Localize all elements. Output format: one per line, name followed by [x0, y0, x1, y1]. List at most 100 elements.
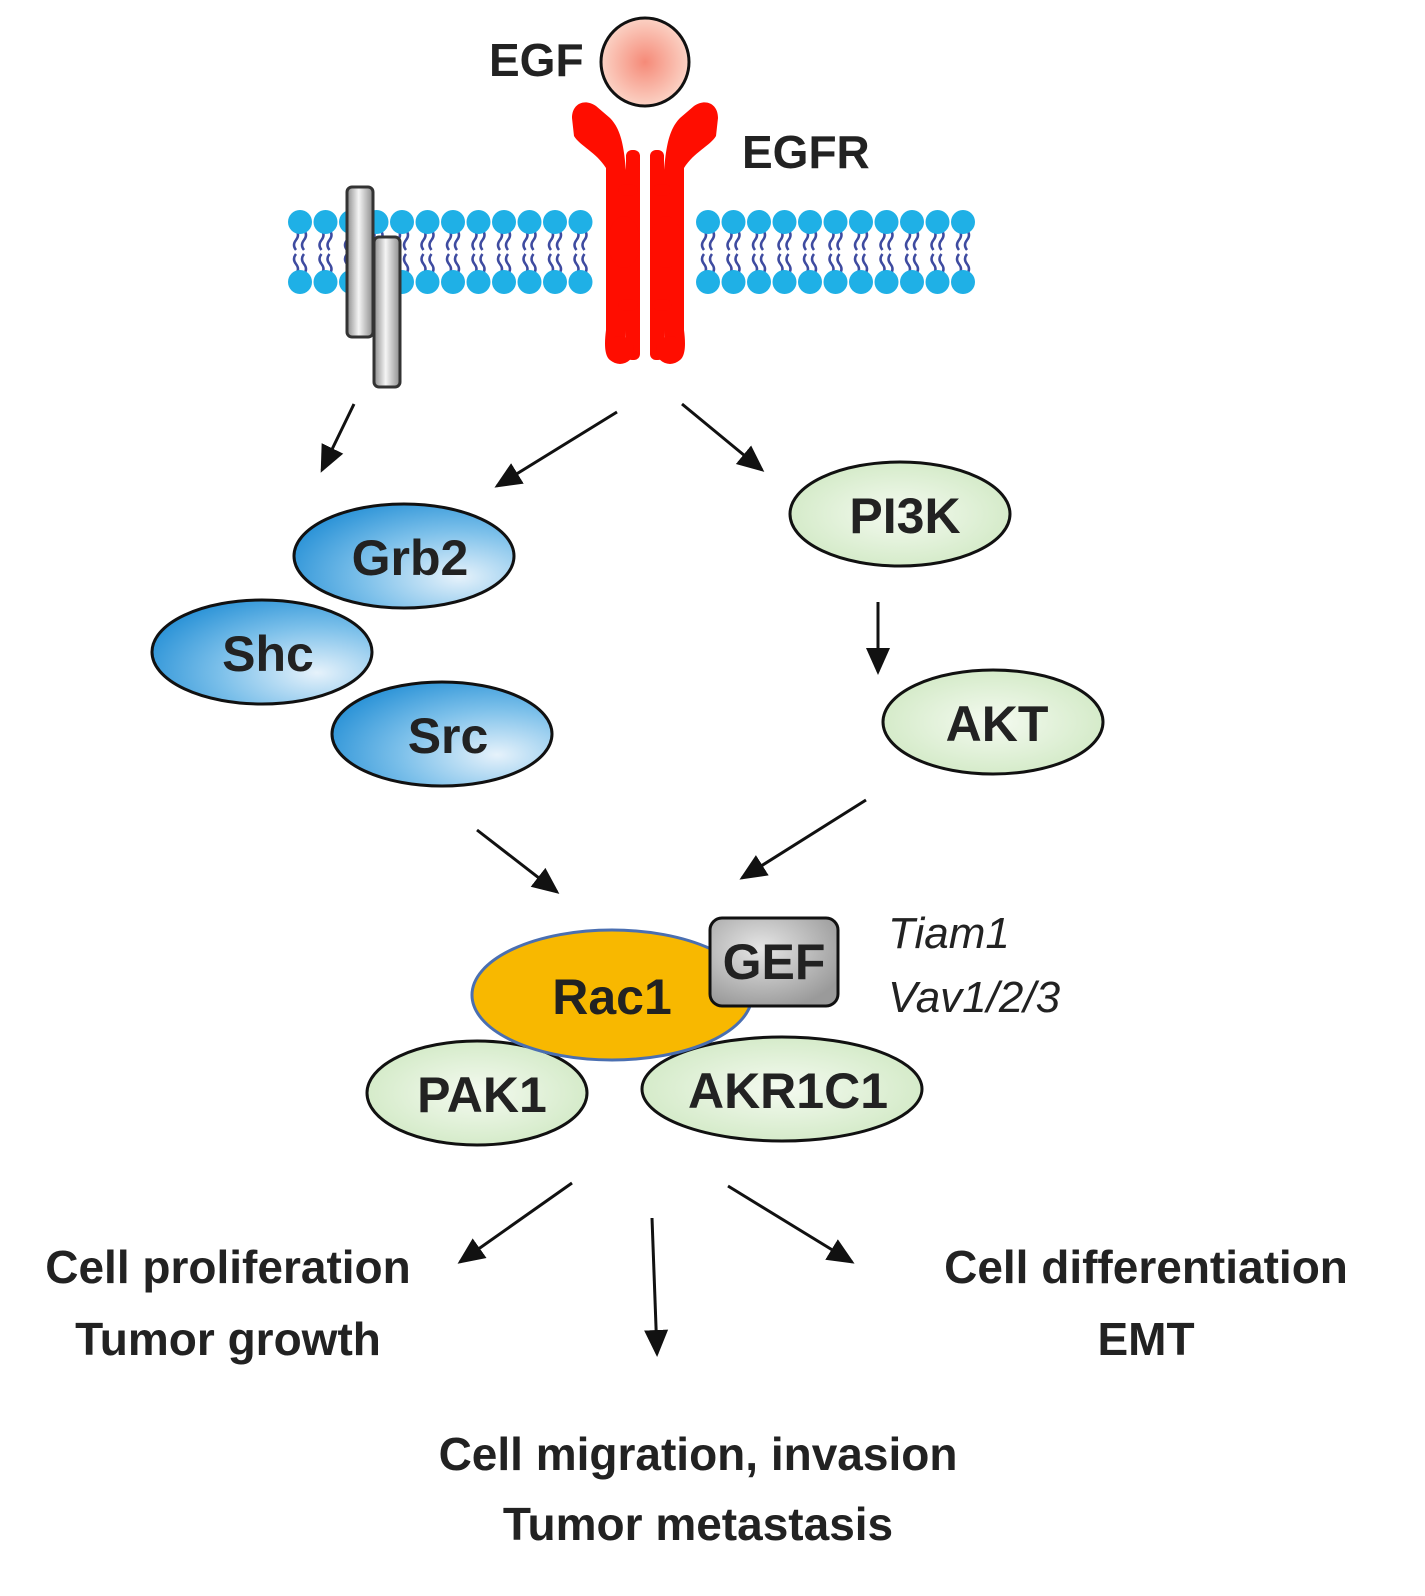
lipid-head: [313, 270, 338, 294]
egf-label: EGF: [489, 34, 584, 86]
lipid-head: [849, 270, 873, 294]
lipid-head: [517, 210, 542, 234]
gef-label: GEF: [723, 934, 826, 990]
lipid-head: [900, 210, 924, 234]
outcome-left-line2: Tumor growth: [75, 1313, 381, 1365]
lipid-tail: [326, 253, 333, 275]
shc-node: Shc: [150, 598, 374, 706]
lipid-head: [288, 270, 312, 294]
egfr-label: EGFR: [742, 126, 870, 178]
lipid-tail: [963, 253, 971, 275]
lipid-tail: [555, 253, 563, 275]
gef-node: GEF: [708, 916, 840, 1008]
lipid-tail: [326, 229, 333, 251]
gef-example-vav: Vav1/2/3: [888, 973, 1061, 1022]
lipid-head: [823, 210, 848, 234]
rac1-label: Rac1: [552, 969, 672, 1025]
lipid-tail: [708, 253, 716, 275]
src-label: Src: [408, 708, 489, 764]
lipid-head: [721, 210, 746, 234]
lipid-head: [415, 210, 440, 234]
lipid-tail: [912, 253, 920, 275]
lipid-head: [492, 210, 516, 234]
outcome-center-line2: Tumor metastasis: [503, 1498, 893, 1550]
lipid-tail: [836, 253, 843, 275]
lipid-tail: [530, 253, 537, 275]
lipid-head: [415, 270, 440, 294]
arrow-egfr-to-grb2: [494, 410, 618, 488]
lipid-tail: [836, 229, 843, 251]
lipid-head: [517, 270, 542, 294]
shc-label: Shc: [222, 626, 314, 682]
lipid-head: [747, 210, 771, 234]
outcome-left-line1: Cell proliferation: [45, 1241, 410, 1293]
lipid-tail: [887, 253, 894, 275]
lipid-head: [441, 270, 465, 294]
lipid-tail: [734, 229, 741, 251]
lipid-tail: [785, 253, 792, 275]
arrow-akt-to-rac1: [739, 798, 867, 880]
lipid-head: [696, 210, 720, 234]
lipid-head: [951, 210, 975, 234]
lipid-head: [288, 210, 312, 234]
lipid-tail: [530, 229, 537, 251]
lipid-head: [874, 210, 899, 234]
lipid-tail: [708, 229, 716, 251]
arrow-rac1-to-proliferation: [457, 1181, 573, 1264]
arrow-rac1-to-differentiation: [727, 1184, 855, 1264]
lipid-tail: [861, 229, 869, 251]
arrow-rac1-to-migration: [644, 1217, 669, 1357]
lipid-head: [568, 270, 593, 294]
lipid-head: [466, 210, 491, 234]
akt-label: AKT: [946, 696, 1049, 752]
grey-transmembrane-protein-icon: [345, 185, 402, 389]
lipid-head: [925, 210, 950, 234]
egf-ligand-icon: [599, 16, 691, 108]
lipid-head: [492, 270, 516, 294]
akt-node: AKT: [881, 668, 1105, 776]
lipid-tail: [428, 229, 435, 251]
lipid-tail: [759, 253, 767, 275]
lipid-tail: [479, 229, 486, 251]
gef-example-tiam1: Tiam1: [888, 909, 1010, 958]
lipid-tail: [402, 229, 410, 251]
akr1c1-label: AKR1C1: [688, 1063, 888, 1119]
lipid-tail: [581, 253, 588, 275]
lipid-tail: [453, 229, 461, 251]
akr1c1-node: AKR1C1: [640, 1035, 924, 1143]
outcome-right-line1: Cell differentiation: [944, 1241, 1348, 1293]
lipid-tail: [504, 229, 512, 251]
src-node: Src: [330, 680, 554, 788]
lipid-tail: [300, 253, 308, 275]
arrow-egfr-to-pi3k: [681, 402, 765, 472]
grb2-node: Grb2: [292, 502, 516, 610]
lipid-tail: [912, 229, 920, 251]
arrow-grey-receptor-to-adaptors: [320, 403, 356, 473]
lipid-head: [441, 210, 465, 234]
lipid-tail: [861, 253, 869, 275]
lipid-tail: [581, 229, 588, 251]
outcome-right-line2: EMT: [1097, 1313, 1194, 1365]
lipid-head: [849, 210, 873, 234]
lipid-head: [543, 210, 567, 234]
lipid-head: [798, 270, 822, 294]
lipid-head: [747, 270, 771, 294]
lipid-tail: [300, 229, 308, 251]
lipid-tail: [453, 253, 461, 275]
pak1-node: PAK1: [365, 1039, 589, 1147]
lipid-head: [874, 270, 899, 294]
grb2-label: Grb2: [352, 530, 469, 586]
lipid-head: [390, 210, 414, 234]
lipid-tail: [785, 229, 792, 251]
lipid-head: [721, 270, 746, 294]
lipid-head: [466, 270, 491, 294]
lipid-head: [823, 270, 848, 294]
lipid-tail: [963, 229, 971, 251]
lipid-head: [313, 210, 338, 234]
lipid-tail: [938, 253, 945, 275]
lipid-tail: [402, 253, 410, 275]
outcome-center-line1: Cell migration, invasion: [439, 1428, 958, 1480]
lipid-tail: [504, 253, 512, 275]
lipid-head: [798, 210, 822, 234]
